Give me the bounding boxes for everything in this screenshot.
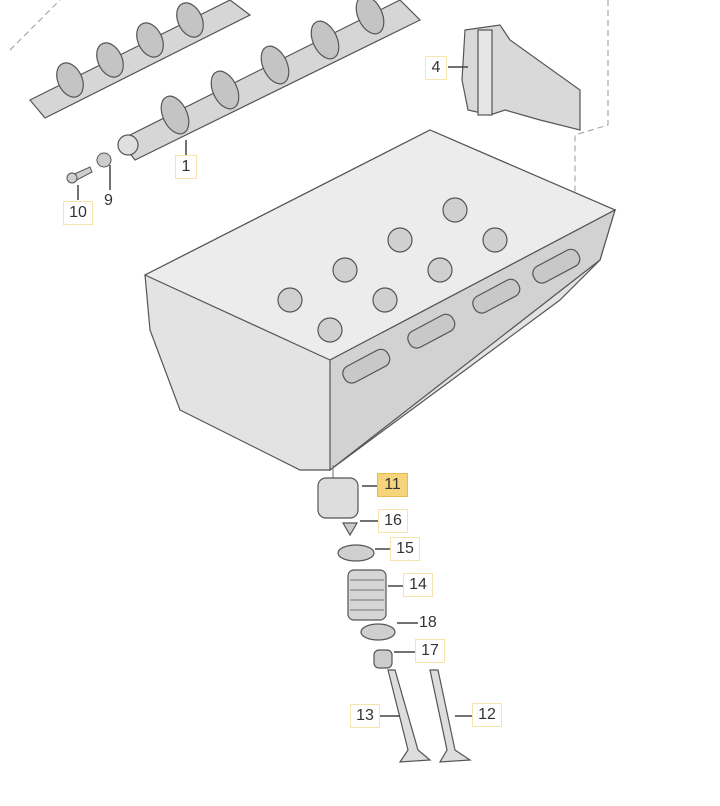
camshaft-lower-part-1: [117, 0, 422, 161]
callout-4[interactable]: 4: [425, 56, 447, 80]
callout-16[interactable]: 16: [378, 509, 408, 533]
camshaft-upper: [29, 0, 252, 119]
leader-lines: [77, 66, 472, 717]
callout-13[interactable]: 13: [350, 704, 380, 728]
callout-17[interactable]: 17: [415, 639, 445, 663]
callout-9[interactable]: 9: [104, 192, 113, 209]
valve-part-13: [387, 669, 432, 763]
callout-12[interactable]: 12: [472, 703, 502, 727]
callout-15[interactable]: 15: [390, 537, 420, 561]
callout-11[interactable]: 11: [377, 473, 408, 497]
bolt-part-10: [66, 166, 93, 184]
bracket-part-4: [461, 24, 581, 131]
hydraulic-tappet-part-11: [317, 477, 359, 519]
cylinder-head: [143, 129, 617, 472]
callout-18[interactable]: 18: [419, 614, 437, 631]
valve-stem-seal-part-17: [373, 649, 393, 669]
spring-seat-part-18: [360, 623, 396, 641]
callout-14[interactable]: 14: [403, 573, 433, 597]
washer-part-9: [96, 152, 112, 168]
valve-collet-part-16: [341, 522, 359, 537]
dashed-group-outline: [9, 0, 609, 200]
spring-retainer-part-15: [337, 544, 375, 562]
callout-1[interactable]: 1: [175, 155, 197, 179]
valve-part-12: [429, 669, 472, 763]
valve-spring-part-14: [347, 569, 387, 621]
callout-10[interactable]: 10: [63, 201, 93, 225]
